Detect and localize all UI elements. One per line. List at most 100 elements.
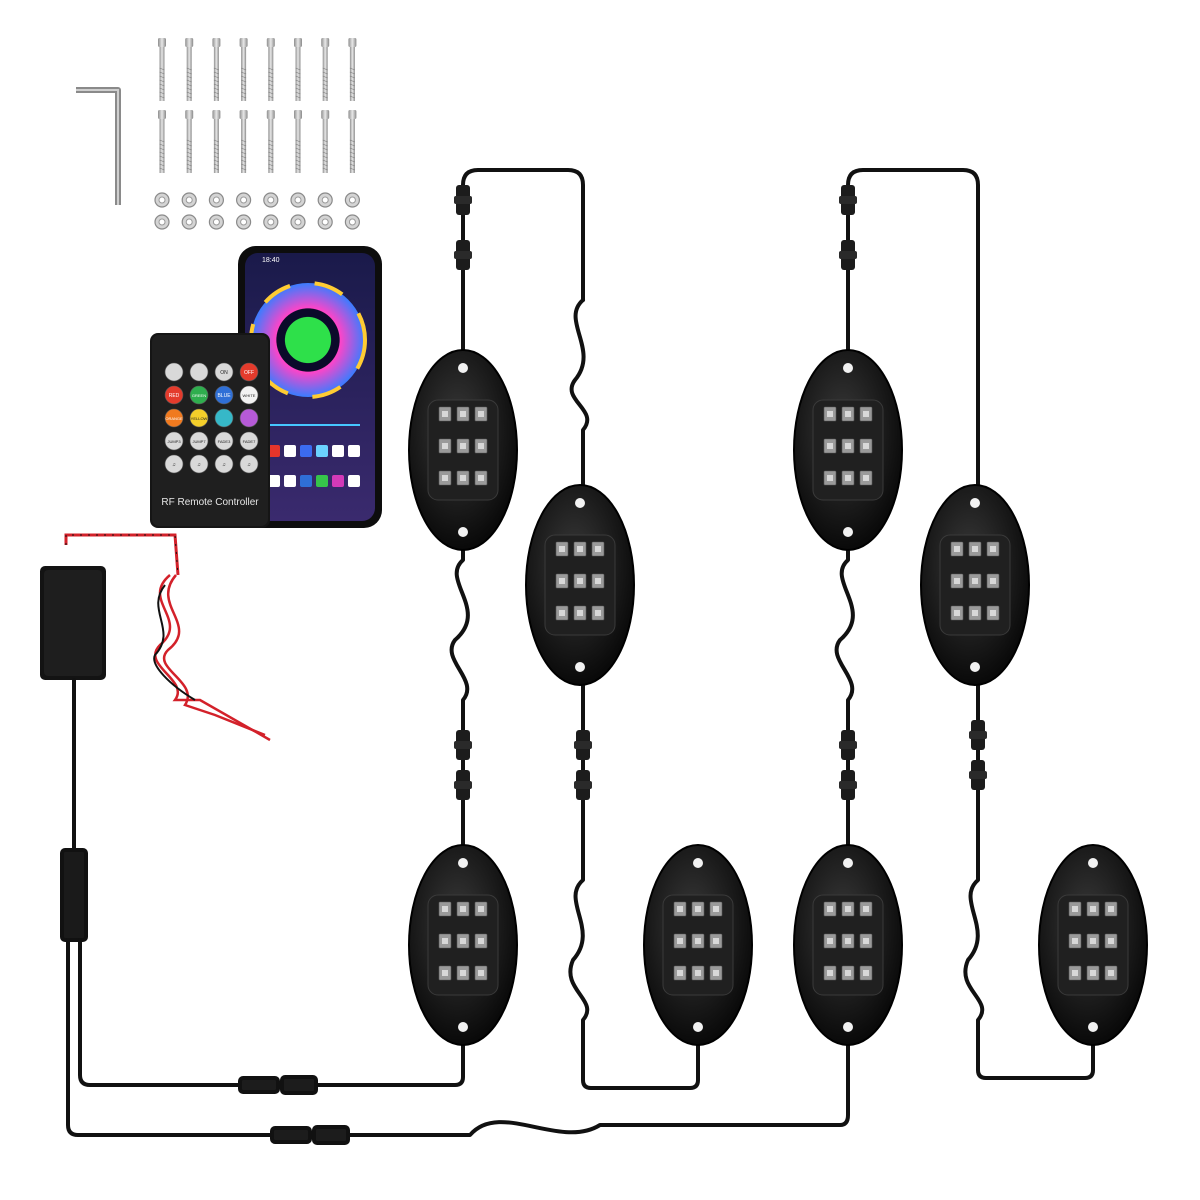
screw [321, 110, 330, 173]
remote-label: RF Remote Controller [161, 497, 259, 508]
remote-button[interactable]: JUMP3 [164, 431, 184, 451]
remote-button[interactable]: WHITE [239, 385, 259, 405]
nut [181, 192, 197, 208]
swatch [268, 475, 280, 487]
screw [185, 38, 194, 101]
connector-plug [454, 770, 472, 800]
screw [321, 38, 330, 101]
remote-button[interactable]: ♫ [239, 454, 259, 474]
rock-light-pod [408, 349, 518, 551]
remote-button[interactable]: ♫ [164, 454, 184, 474]
screw [266, 110, 275, 173]
nut [317, 192, 333, 208]
remote-button[interactable]: FADE3 [214, 431, 234, 451]
rock-light-pod [793, 349, 903, 551]
nut [208, 214, 224, 230]
connector-plug [839, 770, 857, 800]
cable-network [60, 168, 1095, 1145]
remote-button[interactable] [214, 408, 234, 428]
remote-button-label: WHITE [243, 393, 256, 398]
remote-button-label: GREEN [192, 393, 206, 398]
nut [236, 192, 252, 208]
connector-plug [574, 730, 592, 760]
remote-button[interactable]: YELLOW [189, 408, 209, 428]
remote-button-label: BLUE [217, 393, 231, 399]
rock-light-pod [920, 484, 1030, 686]
control-box [40, 533, 271, 742]
swatch [332, 445, 344, 457]
remote-button-label: JUMP7 [192, 439, 206, 444]
connector-plug [969, 760, 987, 790]
swatch [332, 475, 344, 487]
swatch [268, 445, 280, 457]
rock-light-pod [643, 844, 753, 1046]
nut [181, 214, 197, 230]
connector-plug [969, 720, 987, 750]
screw [158, 110, 166, 173]
screw [266, 38, 275, 101]
screw [294, 110, 302, 173]
nut [263, 214, 279, 230]
connector-plug [839, 730, 857, 760]
remote-button[interactable]: OFF [239, 362, 259, 382]
remote-button-label: FADE7 [243, 439, 256, 444]
rock-light-pod [408, 844, 518, 1046]
nut [154, 214, 170, 230]
remote-button[interactable]: RED [164, 385, 184, 405]
swatch [316, 475, 328, 487]
connector-plug [839, 185, 857, 215]
rock-light-pod [793, 844, 903, 1046]
connector-plug [839, 240, 857, 270]
swatch [316, 445, 328, 457]
remote-button-label: JUMP3 [167, 439, 181, 444]
remote-button[interactable]: ORANGE [164, 408, 184, 428]
screw [348, 110, 357, 173]
rock-light-pod [525, 484, 635, 686]
remote-button[interactable] [164, 362, 184, 382]
remote-button[interactable]: JUMP7 [189, 431, 209, 451]
remote-button[interactable] [189, 362, 209, 382]
remote-button-label: ON [220, 370, 228, 376]
nut [344, 214, 360, 230]
remote-button-label: ♫ [222, 462, 226, 468]
remote-button[interactable]: ♫ [214, 454, 234, 474]
swatch [300, 475, 312, 487]
nut [290, 192, 306, 208]
remote-button[interactable]: FADE7 [239, 431, 259, 451]
swatch [284, 475, 296, 487]
nut-set [154, 192, 360, 230]
nut [290, 214, 306, 230]
remote-button-label: RED [169, 393, 180, 399]
remote-button[interactable] [239, 408, 259, 428]
nut [236, 214, 252, 230]
remote-button[interactable]: GREEN [189, 385, 209, 405]
screw [212, 110, 221, 173]
nut [263, 192, 279, 208]
remote-button-label: ♫ [197, 462, 201, 468]
swatch [300, 445, 312, 457]
remote-button-label: ♫ [247, 462, 251, 468]
screw [212, 38, 221, 101]
nut [344, 192, 360, 208]
remote-button[interactable]: ON [214, 362, 234, 382]
connector-plug [454, 185, 472, 215]
remote-button-label: FADE3 [218, 439, 231, 444]
swatch [348, 475, 360, 487]
remote-button-label: OFF [244, 370, 254, 376]
screw [239, 38, 248, 101]
remote-button[interactable]: ♫ [189, 454, 209, 474]
connector-plug [454, 240, 472, 270]
screw [239, 110, 248, 173]
phone-swatches [268, 445, 360, 457]
screw-set [158, 38, 357, 173]
screw [158, 38, 166, 101]
nut [317, 214, 333, 230]
color-wheel [251, 283, 365, 397]
remote-button[interactable]: BLUE [214, 385, 234, 405]
nut [154, 192, 170, 208]
screw [348, 38, 357, 101]
screw [294, 38, 302, 101]
